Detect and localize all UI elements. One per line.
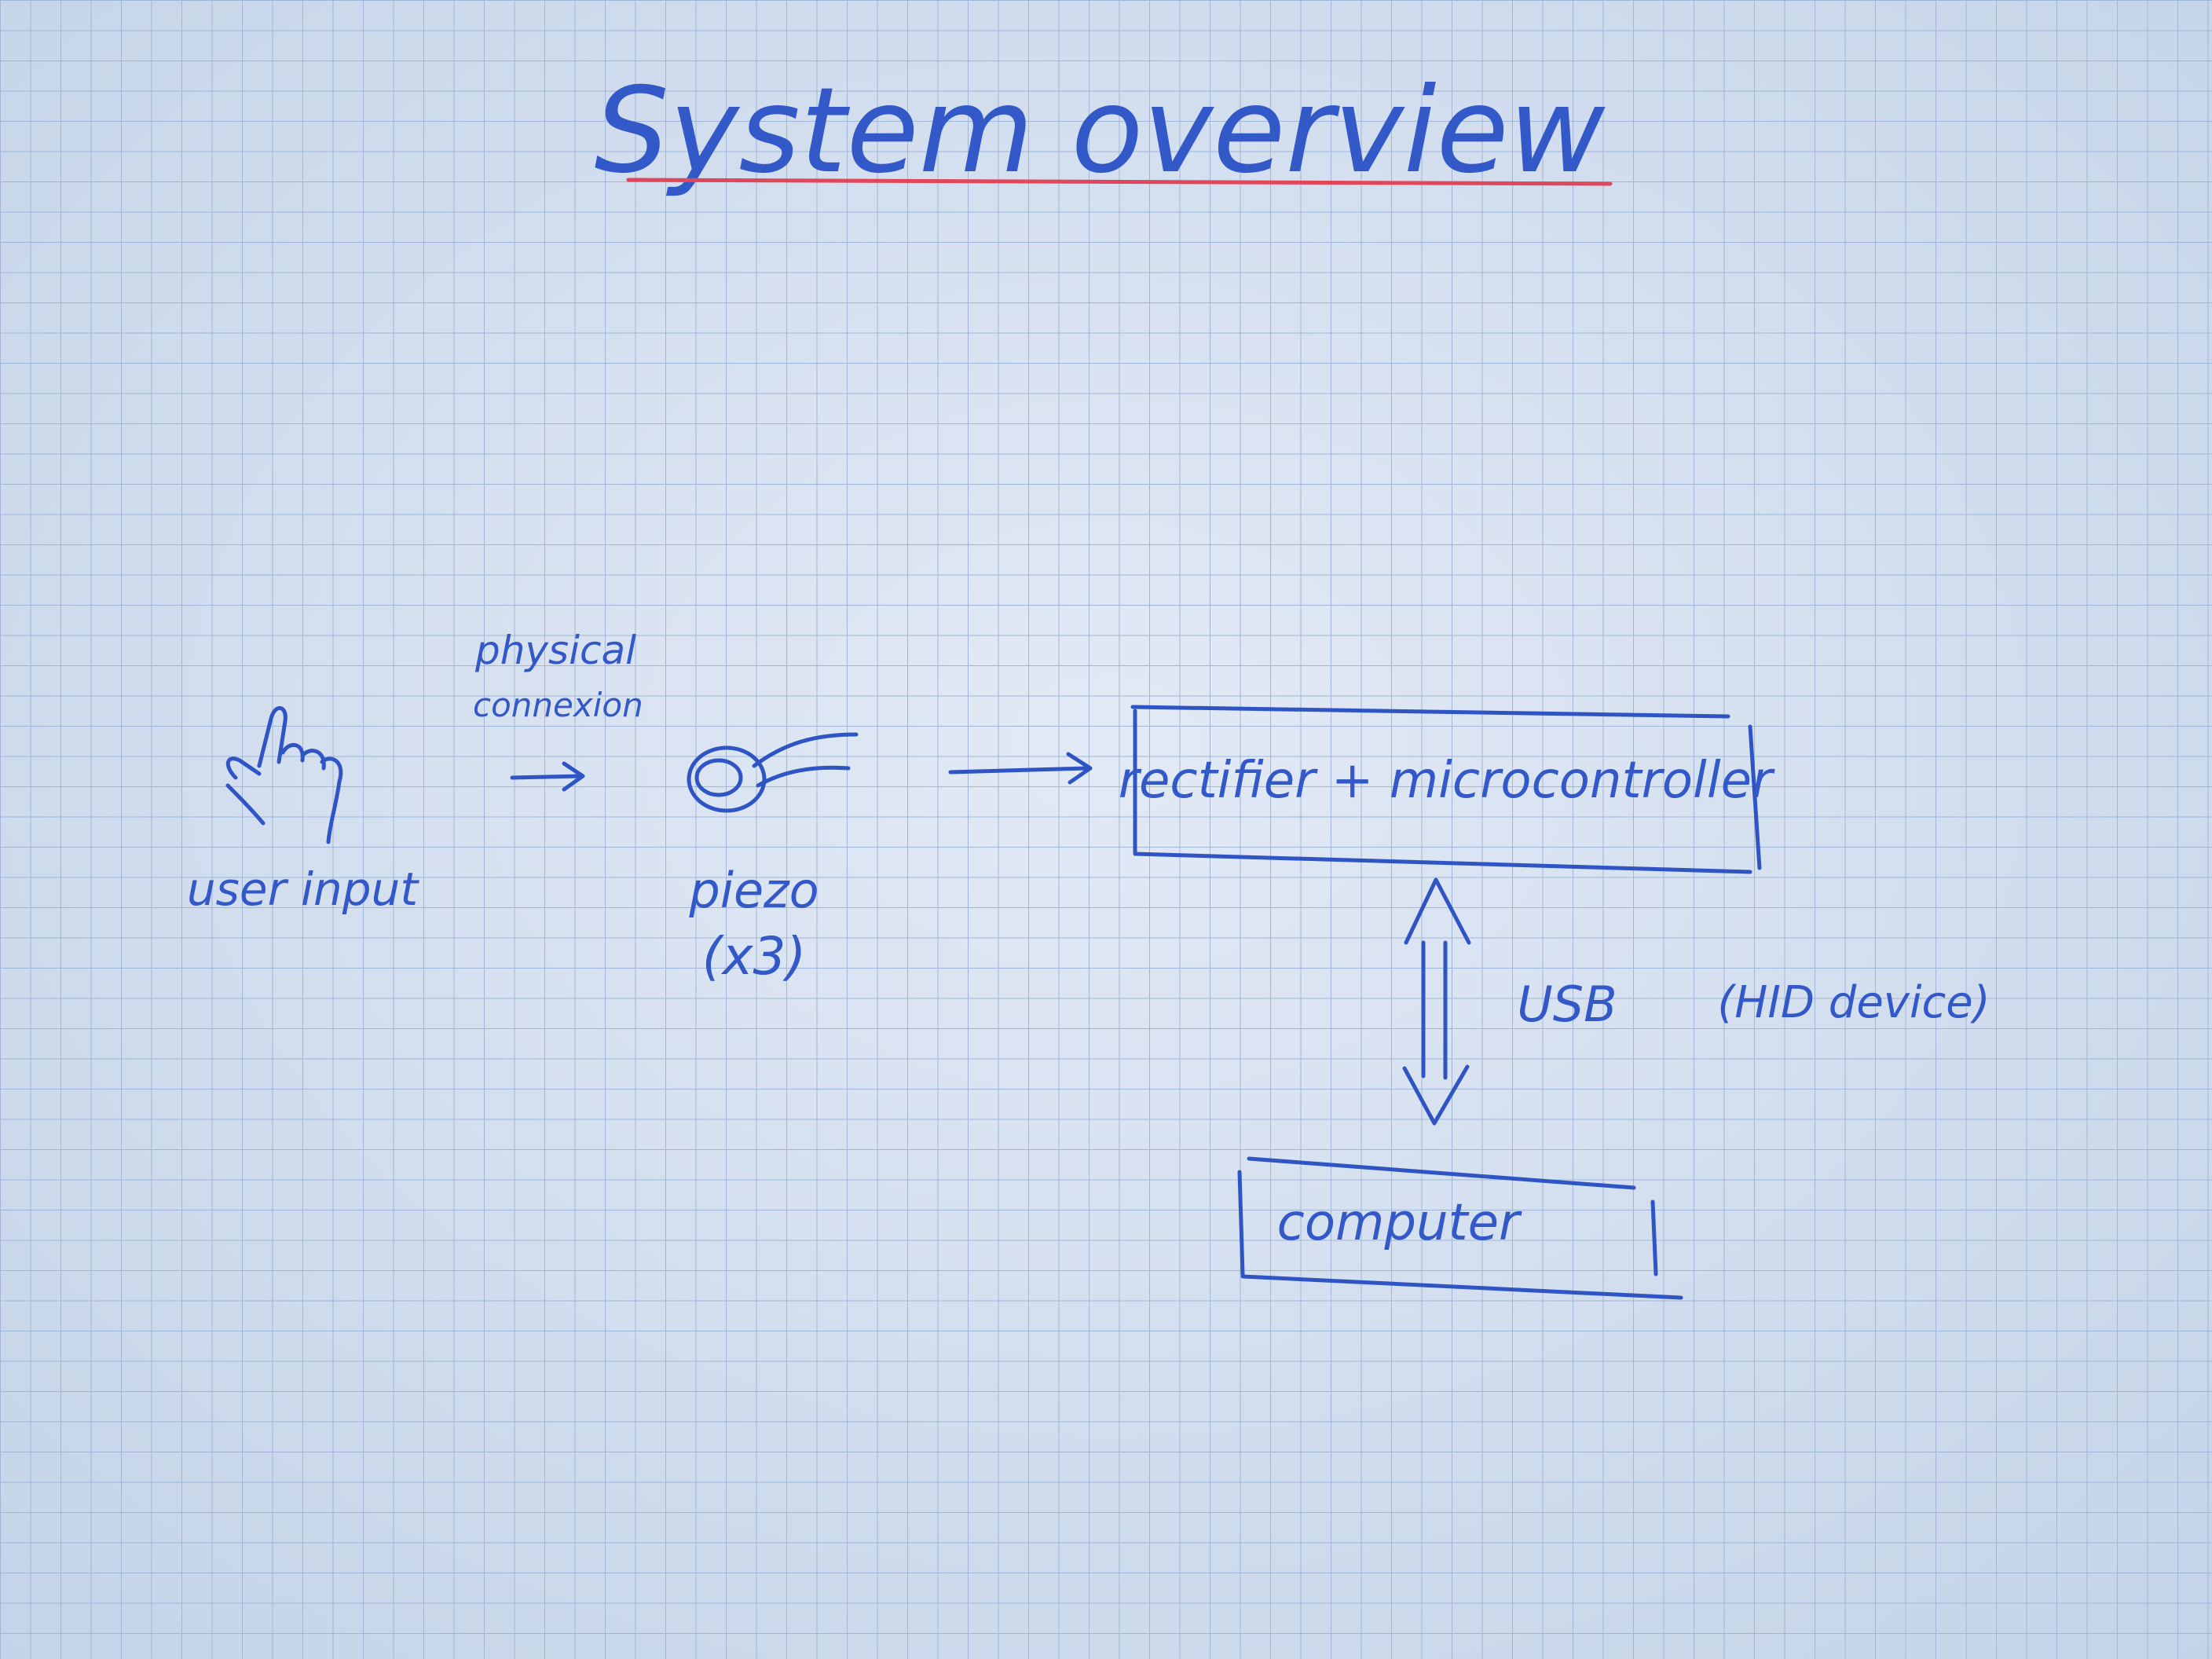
piezo-label: piezo: [688, 862, 819, 919]
hid-device-label: (HID device): [1717, 977, 1990, 1028]
title-underline: [626, 178, 1613, 186]
rectifier-microcontroller-box: [1130, 705, 1762, 874]
computer-box-label: computer: [1277, 1194, 1522, 1252]
page-title: System overview: [595, 63, 1606, 200]
usb-label: USB: [1517, 976, 1617, 1033]
physical-connexion-label-line1: physical: [474, 628, 636, 673]
pointing-hand-icon: [225, 706, 343, 844]
piezo-count-label: (x3): [702, 926, 807, 987]
arrow-to-rectifier: [948, 752, 1093, 785]
user-input-label: user input: [187, 862, 419, 916]
physical-connexion-label-line2: connexion: [473, 686, 643, 724]
rectifier-box-label: rectifier + microcontroller: [1119, 752, 1775, 810]
piezo-disc-icon: [687, 732, 859, 813]
computer-box: [1237, 1156, 1683, 1300]
arrow-to-piezo: [510, 761, 585, 792]
usb-double-arrow: [1402, 877, 1471, 1126]
